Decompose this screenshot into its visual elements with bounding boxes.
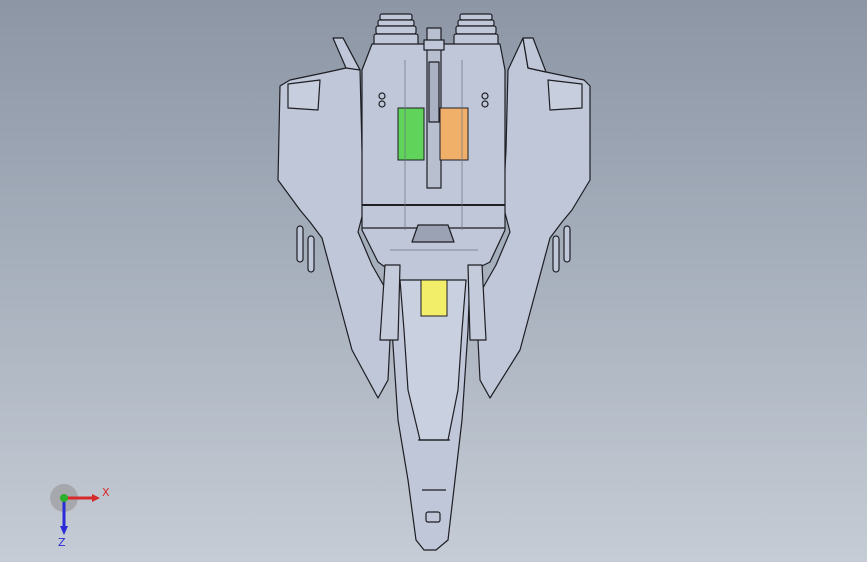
- coordinate-triad: X Z: [50, 484, 110, 549]
- nose-sensor: [425, 511, 441, 523]
- right-missiles: [552, 225, 571, 273]
- right-wing-fin: [522, 37, 547, 73]
- air-intake: [411, 224, 455, 243]
- highlight-orange-component[interactable]: [439, 107, 469, 161]
- highlight-green-component[interactable]: [397, 107, 425, 161]
- highlight-yellow-component[interactable]: [420, 279, 448, 317]
- right-wing-panel: [547, 79, 583, 111]
- left-engine-nozzle: [373, 13, 419, 49]
- right-engine-nozzle: [453, 13, 499, 49]
- left-wing-panel: [287, 79, 321, 111]
- left-strake: [379, 264, 401, 341]
- right-strake: [467, 264, 487, 341]
- left-missiles: [296, 225, 315, 273]
- z-axis-label: Z: [58, 536, 66, 549]
- left-wing-fin: [332, 37, 361, 71]
- x-axis-label: X: [102, 486, 110, 499]
